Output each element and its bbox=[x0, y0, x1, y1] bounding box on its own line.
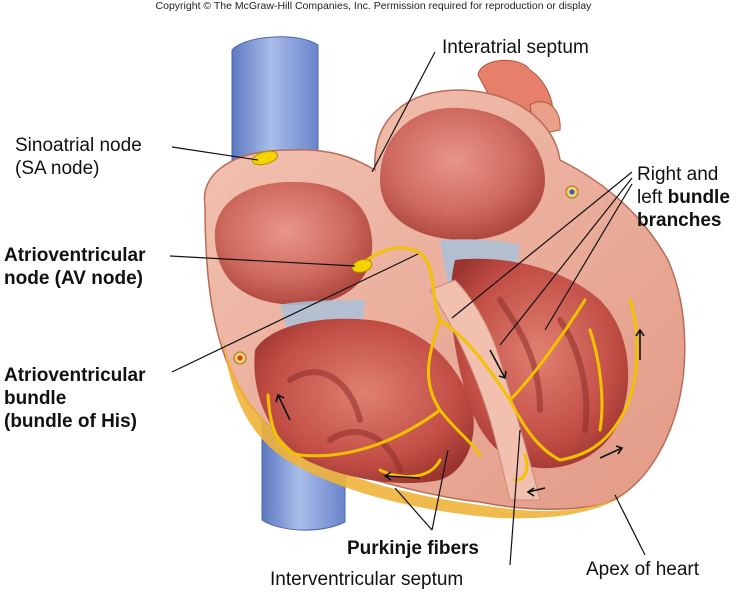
right-ventricle bbox=[254, 318, 474, 484]
label-av-bundle-line1: Atrioventricular bbox=[4, 365, 146, 386]
sa-node bbox=[251, 150, 279, 166]
av-node bbox=[351, 259, 373, 273]
label-bundle-branches: Right and left bundle branches bbox=[637, 163, 730, 232]
leader-lines bbox=[169, 51, 646, 566]
conduction-arrows bbox=[275, 328, 645, 497]
label-interatrial-septum: Interatrial septum bbox=[442, 37, 589, 58]
label-av-node-line1: Atrioventricular bbox=[4, 245, 146, 266]
label-bundle-branches-bundle: bundle bbox=[667, 187, 730, 208]
label-av-node-line2: node (AV node) bbox=[4, 268, 143, 289]
right-atrium bbox=[214, 181, 373, 305]
label-bundle-branches-line1: Right and bbox=[637, 164, 719, 185]
label-interventricular-septum: Interventricular septum bbox=[270, 569, 464, 590]
label-av-bundle: Atrioventricular bundle (bundle of His) bbox=[4, 364, 145, 433]
label-bundle-branches-line3: branches bbox=[637, 210, 722, 231]
label-sa-node: Sinoatrial node (SA node) bbox=[15, 134, 142, 180]
left-atrium bbox=[380, 107, 545, 241]
copyright-notice: Copyright © The McGraw-Hill Companies, I… bbox=[155, 0, 592, 12]
label-purkinje-fibers: Purkinje fibers bbox=[347, 538, 479, 559]
label-av-node: Atrioventricular node (AV node) bbox=[4, 244, 145, 290]
label-sa-node-line1: Sinoatrial node bbox=[15, 135, 142, 156]
label-av-bundle-line3: (bundle of His) bbox=[4, 411, 137, 432]
label-apex-of-heart: Apex of heart bbox=[586, 559, 700, 580]
label-bundle-branches-line2: left bundle bbox=[637, 186, 730, 209]
label-sa-node-line2: (SA node) bbox=[15, 158, 100, 179]
label-av-bundle-line2: bundle bbox=[4, 388, 67, 409]
label-bundle-branches-left: left bbox=[637, 187, 668, 208]
conduction-system bbox=[266, 246, 639, 482]
epicardial-fat bbox=[222, 330, 630, 519]
